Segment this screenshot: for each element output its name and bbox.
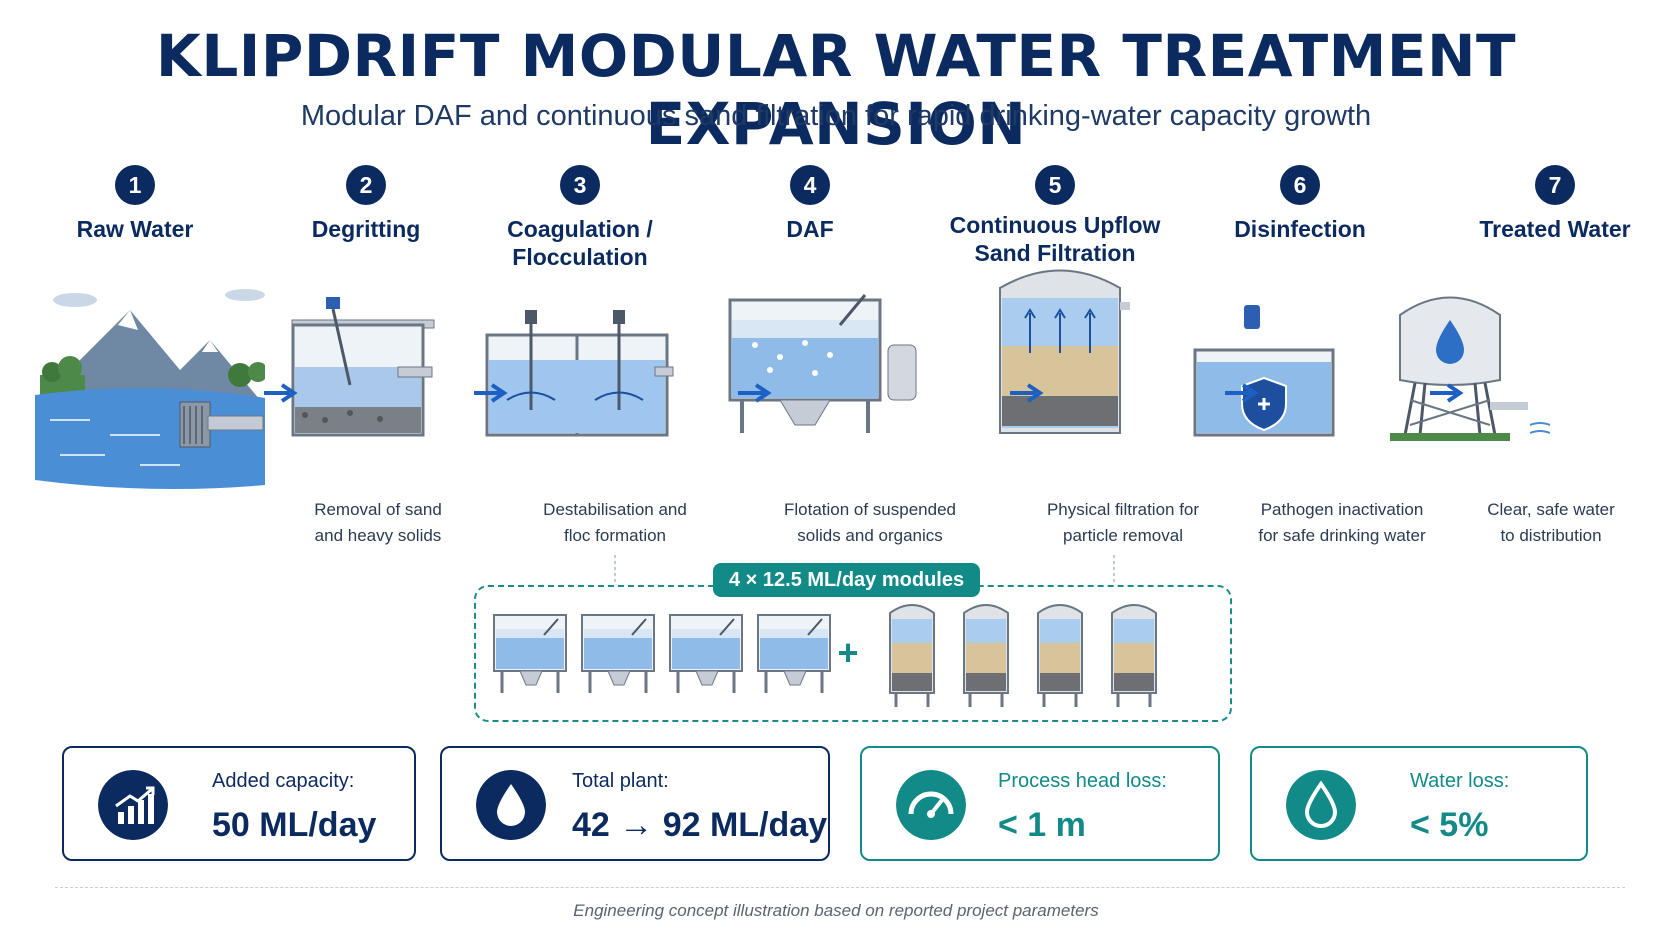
step-number: 5	[1035, 165, 1075, 205]
step-number: 1	[115, 165, 155, 205]
step-number: 3	[560, 165, 600, 205]
step-raw-water: 1 Raw Water	[25, 165, 245, 243]
footer-note: Engineering concept illustration based o…	[573, 901, 1099, 920]
grit-tank-icon	[291, 297, 435, 437]
kpi-value: < 1 m	[998, 806, 1086, 844]
step-number: 7	[1535, 165, 1575, 205]
flow-arrow-icon	[474, 383, 508, 403]
flow-arrow-icon	[1430, 383, 1464, 403]
kpi-label: Total plant:	[572, 770, 669, 792]
mini-sand-filter-module-icon	[1037, 604, 1083, 707]
water-tower-icon	[1390, 296, 1551, 441]
mini-daf-module-icon	[493, 614, 567, 693]
mountain-lake-intake-icon	[35, 289, 265, 489]
water-drop-icon	[476, 770, 546, 840]
step-daf: 4 DAF	[700, 165, 920, 243]
step-coagulation: 3 Coagulation /Flocculation	[470, 165, 690, 271]
page-title: KLIPDRIFT MODULAR WATER TREATMENT EXPANS…	[155, 22, 1517, 158]
step-label: Disinfection	[1234, 216, 1366, 242]
step-treated-water: 7 Treated Water	[1445, 165, 1665, 243]
kpi-value: 42 → 92 ML/day	[572, 806, 828, 844]
page-subtitle: Modular DAF and continuous sand filtrati…	[300, 100, 1372, 132]
flow-arrow-icon	[264, 383, 298, 403]
flow-arrow-icon	[738, 383, 772, 403]
water-drop-outline-icon	[1286, 770, 1356, 840]
kpi-water-loss: Water loss: < 5%	[1250, 746, 1588, 861]
mini-sand-filter-module-icon	[963, 604, 1009, 707]
footer-divider	[55, 887, 1625, 888]
gauge-icon	[896, 770, 966, 840]
kpi-added-capacity: Added capacity: 50 ML/day	[62, 746, 416, 861]
kpi-label: Water loss:	[1410, 770, 1510, 792]
disinfection-tank-icon	[1193, 305, 1335, 437]
flocculation-tank-icon	[485, 310, 674, 437]
step-number: 6	[1280, 165, 1320, 205]
modules-panel: +	[474, 585, 1232, 722]
kpi-label: Added capacity:	[212, 770, 355, 792]
mini-daf-module-icon	[669, 614, 743, 693]
sand-filter-icon	[999, 269, 1130, 434]
mini-daf-module-icon	[581, 614, 655, 693]
mini-sand-filter-module-icon	[889, 604, 935, 707]
mini-sand-filter-module-icon	[1111, 604, 1157, 707]
kpi-label: Process head loss:	[998, 770, 1167, 792]
module-units: +	[493, 604, 1157, 707]
module-connectors	[614, 555, 1115, 585]
step-label: Raw Water	[76, 216, 194, 242]
step-label: DAF	[786, 216, 834, 242]
step-label: Coagulation /Flocculation	[507, 216, 653, 270]
kpi-head-loss: Process head loss: < 1 m	[860, 746, 1220, 861]
step-label: Treated Water	[1479, 216, 1631, 242]
flow-arrow-icon	[1225, 383, 1259, 403]
step-number: 2	[346, 165, 386, 205]
flow-arrow-icon	[1010, 383, 1044, 403]
kpi-value: 50 ML/day	[212, 806, 377, 844]
kpi-total-plant: Total plant: 42 → 92 ML/day	[440, 746, 830, 861]
step-degritting: 2 Degritting	[256, 165, 476, 243]
step-number: 4	[790, 165, 830, 205]
growth-chart-icon	[98, 770, 168, 840]
step-disinfection: 6 Disinfection	[1190, 165, 1410, 243]
step-label: Degritting	[311, 216, 421, 242]
kpi-value: < 5%	[1410, 806, 1489, 844]
plus-sign: +	[837, 632, 858, 673]
daf-unit-icon	[728, 294, 917, 433]
mini-daf-module-icon	[757, 614, 831, 693]
modules-badge: 4 × 12.5 ML/day modules	[713, 563, 981, 597]
